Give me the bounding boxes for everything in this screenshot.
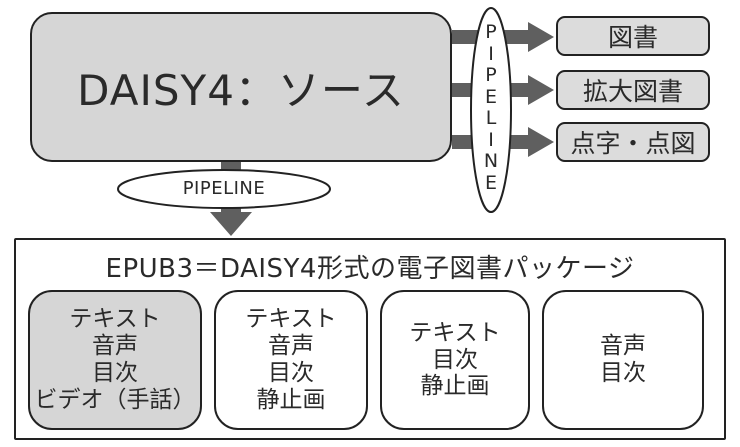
vertical-pipeline-letter: E [484, 171, 497, 194]
vertical-pipeline-letter: E [484, 85, 497, 108]
content-item: 音声 [268, 333, 314, 360]
content-item: テキスト [409, 319, 501, 346]
horizontal-pipeline-label: PIPELINE [182, 178, 266, 199]
vertical-pipeline-letter: I [488, 128, 494, 151]
content-box-video: テキスト 音声 目次 ビデオ（手話） [28, 290, 202, 430]
content-item: ビデオ（手話） [34, 386, 196, 413]
content-item: 音声 [92, 333, 138, 360]
content-item: 目次 [600, 360, 646, 386]
vertical-pipeline-letter: P [485, 64, 497, 86]
output-book: 図書 [556, 16, 710, 56]
content-box-full-text-audio: テキスト 音声 目次 静止画 [214, 290, 368, 430]
content-item: 静止画 [420, 373, 490, 400]
content-item: 音声 [600, 333, 646, 360]
source-box: DAISY4：ソース [30, 12, 452, 162]
horizontal-pipeline-ellipse [117, 169, 331, 209]
content-item: テキスト [69, 306, 161, 333]
vertical-pipeline-letter: I [488, 42, 494, 65]
vertical-pipeline-letter: L [485, 107, 497, 129]
content-item: 目次 [268, 360, 314, 386]
content-item: 目次 [432, 346, 478, 373]
package-title: EPUB3＝DAISY4形式の電子図書パッケージ [105, 254, 635, 284]
content-box-text-only: テキスト 目次 静止画 [380, 290, 530, 430]
vertical-pipeline-letter: P [485, 21, 497, 43]
source-label: DAISY4：ソース [77, 65, 405, 115]
vertical-pipeline-ellipse [470, 7, 512, 213]
content-item: テキスト [245, 306, 337, 333]
output-large-print-book: 拡大図書 [556, 70, 710, 110]
output-braille: 点字・点図 [556, 122, 710, 162]
vertical-pipeline-letter: N [483, 150, 499, 172]
content-item: 目次 [92, 360, 138, 386]
content-item: 静止画 [256, 386, 326, 413]
content-box-audio-only: 音声 目次 [542, 290, 704, 430]
